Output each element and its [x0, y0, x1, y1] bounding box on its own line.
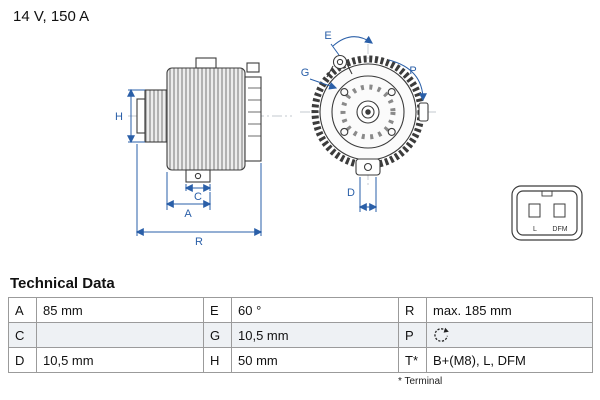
dim-label-r: R — [195, 236, 203, 248]
dim-label-a: A — [184, 208, 192, 220]
param-value: 50 mm — [231, 347, 399, 373]
dim-label-p: P — [409, 65, 416, 77]
rotation-direction-icon — [434, 328, 449, 343]
param-key: D — [8, 347, 37, 373]
param-value — [36, 322, 204, 348]
dim-label-c: C — [194, 191, 202, 203]
alternator-diagram: H C A R — [115, 30, 583, 248]
param-key: H — [203, 347, 232, 373]
param-key: T* — [398, 347, 427, 373]
table-row: D 10,5 mm H 50 mm T* B+(M8), L, DFM — [8, 347, 593, 373]
param-value: B+(M8), L, DFM — [426, 347, 593, 373]
table-row: C G 10,5 mm P — [8, 322, 593, 348]
param-value: 85 mm — [36, 297, 204, 323]
alternator-front-view — [311, 54, 429, 176]
param-key: R — [398, 297, 427, 323]
technical-data-title: Technical Data — [10, 275, 115, 292]
param-key: A — [8, 297, 37, 323]
front-view-dimensions — [309, 35, 427, 212]
param-value: 10,5 mm — [231, 322, 399, 348]
param-key: P — [398, 322, 427, 348]
param-value: max. 185 mm — [426, 297, 593, 323]
technical-data-table: A 85 mm E 60 ° R max. 185 mm C G 10,5 mm… — [8, 297, 593, 373]
dim-label-h: H — [115, 111, 123, 123]
connector-labels: L DFM — [533, 226, 568, 233]
param-value — [426, 322, 593, 348]
connector-label-l: L — [533, 226, 537, 233]
param-key: G — [203, 322, 232, 348]
param-value: 10,5 mm — [36, 347, 204, 373]
voltage-current-spec: 14 V, 150 A — [13, 8, 90, 25]
param-key: C — [8, 322, 37, 348]
dim-label-e: E — [324, 30, 331, 42]
connector-label-dfm: DFM — [552, 226, 567, 233]
dim-label-d: D — [347, 187, 355, 199]
connector-detail — [511, 185, 583, 241]
dim-label-g: G — [301, 67, 310, 79]
param-key: E — [203, 297, 232, 323]
table-row: A 85 mm E 60 ° R max. 185 mm — [8, 297, 593, 323]
terminal-footnote: * Terminal — [398, 376, 443, 387]
side-view-dim-labels: H C A R — [115, 111, 203, 248]
side-view-dimensions — [127, 88, 263, 236]
alternator-side-view — [136, 57, 262, 183]
front-view-dim-labels: E G P D — [301, 30, 417, 199]
param-value: 60 ° — [231, 297, 399, 323]
